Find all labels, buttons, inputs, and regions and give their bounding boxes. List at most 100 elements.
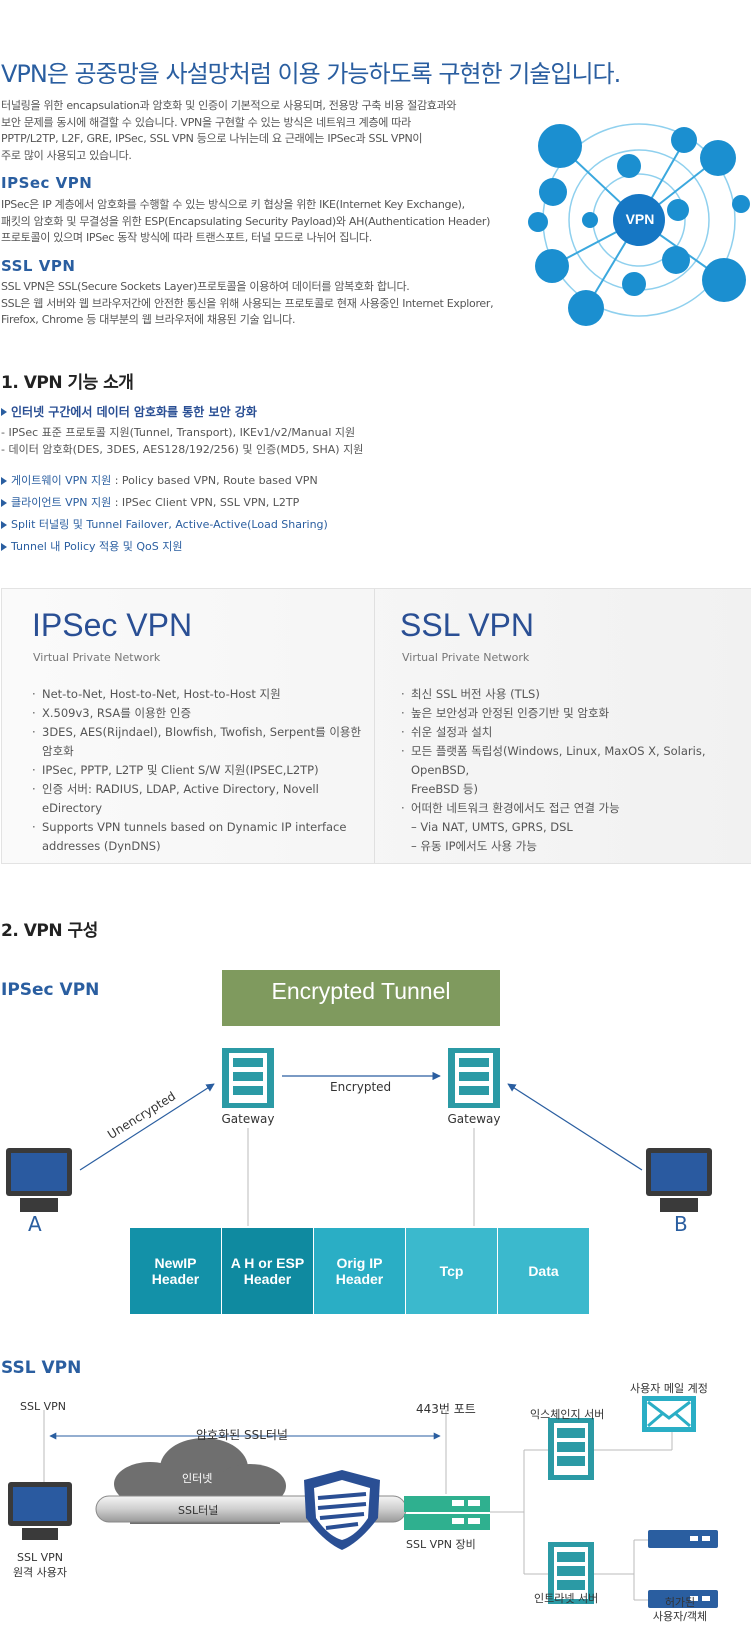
encrypted-tunnel-box — [222, 970, 500, 1026]
host-b-label: B — [674, 1212, 688, 1236]
intro-paragraph: 터널링을 위한 encapsulation과 암호화 및 인증이 기본적으로 사… — [1, 98, 521, 164]
monitor-icon — [8, 1482, 72, 1540]
list-item: IPSec, PPTP, L2TP 및 Client S/W 지원(IPSEC,… — [32, 761, 362, 780]
monitor-icon — [6, 1148, 72, 1212]
packet-segment-label: Data — [498, 1228, 589, 1314]
ipsec-diagram-label: IPSec VPN — [1, 980, 100, 1000]
list-item: addresses (DynDNS) — [42, 839, 161, 853]
allowed-user-label: 허가된 사용자/객체 — [640, 1596, 720, 1624]
packet-segment — [222, 1228, 313, 1314]
ipsec-line: 패킷의 암호화 및 무결성을 위한 ESP(Encapsulating Secu… — [1, 214, 491, 228]
list-item: 인증 서버: RADIUS, LDAP, Active Directory, N… — [32, 780, 362, 818]
list-item: 모든 플랫폼 독립성(Windows, Linux, MaxOS X, Sola… — [401, 742, 741, 780]
ssl-pipe-label: SSL터널 — [178, 1504, 219, 1517]
list-item: 최신 SSL 버전 사용 (TLS) — [401, 685, 741, 704]
host-a-label: A — [28, 1212, 42, 1236]
ssl-feature-list: 최신 SSL 버전 사용 (TLS) 높은 보안성과 안정된 인증기반 및 암호… — [401, 685, 741, 856]
ipsec-packet — [130, 1228, 589, 1314]
feature-bullet-detail: : Policy based VPN, Route based VPN — [111, 474, 318, 487]
triangle-bullet-icon — [1, 543, 7, 551]
ipsec-card-subtitle: Virtual Private Network — [33, 651, 161, 664]
encrypted-tunnel-label: Encrypted Tunnel — [271, 978, 451, 1004]
feature-bullet-label: Split 터널링 및 Tunnel Failover, Active-Acti… — [11, 518, 328, 531]
intranet-server-label: 인트라넷 서버 — [534, 1592, 599, 1605]
ipsec-subtitle: IPSec VPN — [1, 174, 93, 192]
gateway-server-icon — [448, 1048, 500, 1108]
packet-segment — [314, 1228, 405, 1314]
packet-segment — [130, 1228, 221, 1314]
triangle-bullet-icon — [1, 521, 7, 529]
triangle-bullet-icon — [1, 408, 7, 416]
packet-segment-line: Header — [243, 1271, 292, 1287]
list-item: FreeBSD 등) — [411, 782, 478, 796]
ssl-vpn-diagram — [8, 1396, 718, 1608]
feature-bullet-label: 게이트웨이 VPN 지원 — [11, 474, 112, 487]
list-item: 3DES, AES(Rijndael), Blowfish, Twofish, … — [32, 723, 362, 761]
feature-bullet: 게이트웨이 VPN 지원 : Policy based VPN, Route b… — [1, 472, 318, 488]
intranet-server-icon — [548, 1542, 594, 1604]
list-item: 쉬운 설정과 설치 — [401, 723, 741, 742]
packet-segment-line: Tcp — [439, 1263, 464, 1279]
packet-segment — [406, 1228, 497, 1314]
ipsec-line: IPSec은 IP 계층에서 암호화를 수행할 수 있는 방식으로 키 협상을 … — [1, 198, 465, 211]
ssl-vpn-top-label: SSL VPN — [20, 1400, 66, 1413]
mail-icon — [642, 1396, 696, 1432]
list-item: 높은 보안성과 안정된 인증기반 및 암호화 — [401, 704, 741, 723]
ssl-paragraph: SSL VPN은 SSL(Secure Sockets Layer)프로토콜을 … — [1, 279, 531, 329]
ssl-appliance-label: SSL VPN 장비 — [406, 1538, 476, 1551]
vpn-network-illustration — [528, 123, 750, 326]
feature-bullet: Split 터널링 및 Tunnel Failover, Active-Acti… — [1, 516, 328, 532]
remote-user-line: SSL VPN — [17, 1551, 63, 1564]
ipsec-card-column: IPSec VPN Virtual Private Network Net-to… — [2, 589, 374, 863]
features-detail-line: - IPSec 표준 프로토콜 지원(Tunnel, Transport), I… — [1, 426, 356, 439]
ssl-appliance-icon — [404, 1496, 490, 1530]
list-item: – 유동 IP에서도 사용 가능 — [411, 839, 537, 853]
packet-segment-line: Orig IP — [336, 1255, 383, 1271]
ssl-subtitle: SSL VPN — [1, 257, 76, 275]
ssl-line: SSL은 웹 서버와 웹 브라우저간에 안전한 통신을 위해 사용되는 프로토콜… — [1, 296, 494, 310]
feature-bullet-detail: : IPSec Client VPN, SSL VPN, L2TP — [111, 496, 300, 509]
internet-label: 인터넷 — [182, 1472, 213, 1485]
features-heading: 인터넷 구간에서 데이터 암호화를 통한 보안 강화 — [1, 403, 257, 420]
gateway-server-icon — [222, 1048, 274, 1108]
ssl-diagram-label: SSL VPN — [1, 1358, 82, 1378]
ssl-line: SSL VPN은 SSL(Secure Sockets Layer)프로토콜을 … — [1, 280, 410, 293]
list-item: 어떠한 네트워크 환경에서도 접근 연결 가능 — [401, 799, 741, 818]
allowed-user-line: 허가된 — [664, 1596, 696, 1609]
triangle-bullet-icon — [1, 499, 7, 507]
ipsec-vpn-diagram — [6, 970, 712, 1314]
allowed-user-line: 사용자/객체 — [652, 1610, 708, 1623]
ssl-card-column: SSL VPN Virtual Private Network 최신 SSL 버… — [375, 589, 747, 863]
ipsec-line: 프로토콜이 있으며 IPSec 동작 방식에 따라 트랜스포트, 터널 모드로 … — [1, 231, 372, 244]
packet-segment-line: Header — [335, 1271, 384, 1287]
feature-bullet: Tunnel 내 Policy 적용 및 QoS 지원 — [1, 538, 183, 554]
packet-segment-line: Data — [528, 1263, 559, 1279]
triangle-bullet-icon — [1, 477, 7, 485]
network-device-icon — [648, 1530, 718, 1548]
features-detail-list: - IPSec 표준 프로토콜 지원(Tunnel, Transport), I… — [1, 424, 363, 458]
exchange-server-icon — [548, 1418, 594, 1480]
ssl-tunnel-label: 암호화된 SSL터널 — [196, 1428, 288, 1442]
ipsec-card-title: IPSec VPN — [32, 607, 193, 643]
network-device-icon — [648, 1590, 718, 1608]
features-heading-text: 인터넷 구간에서 데이터 암호화를 통한 보안 강화 — [11, 405, 257, 419]
ssl-card-title: SSL VPN — [400, 607, 534, 643]
monitor-icon — [646, 1148, 712, 1212]
encrypted-label: Encrypted — [330, 1080, 392, 1094]
shield-icon — [304, 1470, 380, 1550]
gateway-label-left: Gateway — [221, 1112, 275, 1126]
gateway-label-right: Gateway — [447, 1112, 501, 1126]
packet-segment — [498, 1228, 589, 1314]
packet-segment-label: Tcp — [406, 1228, 497, 1314]
mail-account-label: 사용자 메일 계정 — [630, 1382, 708, 1395]
feature-bullet-label: Tunnel 내 Policy 적용 및 QoS 지원 — [11, 540, 183, 553]
vpn-hub-label: VPN — [625, 211, 655, 227]
ipsec-feature-list: Net-to-Net, Host-to-Net, Host-to-Host 지원… — [32, 685, 362, 856]
intro-line: 터널링을 위한 encapsulation과 암호화 및 인증이 기본적으로 사… — [1, 99, 457, 112]
port-label: 443번 포트 — [416, 1402, 476, 1416]
intro-line: PPTP/L2TP, L2F, GRE, IPSec, SSL VPN 등으로 … — [1, 132, 423, 145]
